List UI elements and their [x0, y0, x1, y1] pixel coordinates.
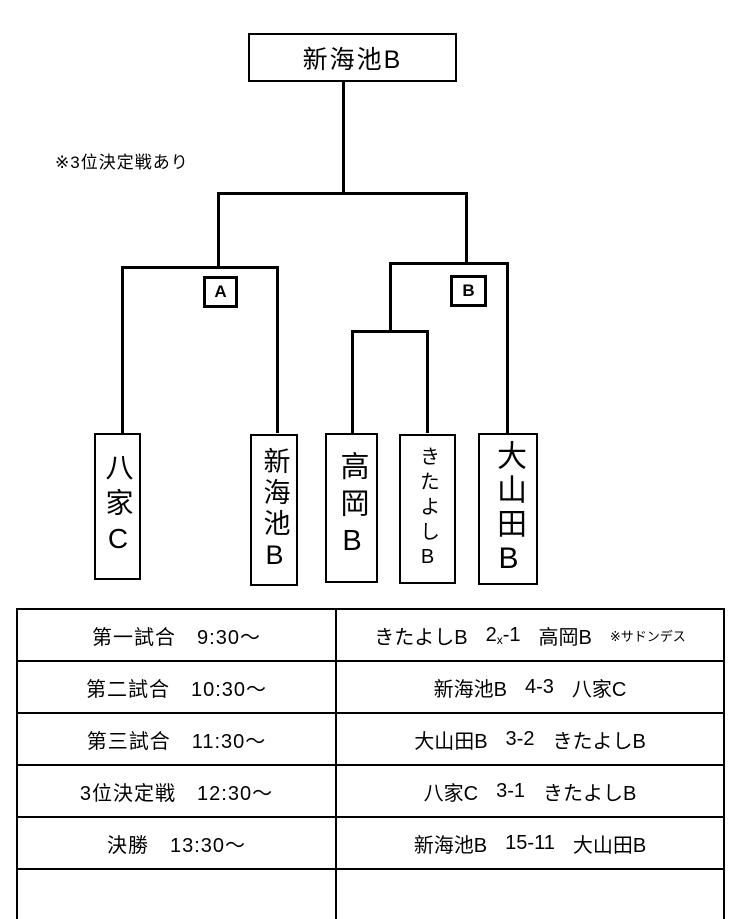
result-team2: 大山田B [572, 834, 647, 857]
match-label: 第三試合 11:30～ [86, 730, 267, 753]
match-result-cell: 新海池B 15-11 大山田B [335, 816, 725, 870]
bracket-line-group-a-horizontal [121, 266, 279, 269]
sudden-death-note: ※サドンデス [609, 628, 686, 644]
match-row-4: 3位決定戦 12:30～ 八家C 3-1 きたよしB [16, 764, 725, 818]
match-result: 新海池B 4-3 八家C [337, 673, 723, 702]
bracket-line-group-b-sub-horizontal [351, 330, 429, 333]
team-name: 新海池B [259, 446, 290, 574]
match-result-cell: きたよしB 2x-1 高岡B ※サドンデス [335, 608, 725, 662]
match-row-3: 第三試合 11:30～ 大山田B 3-2 きたよしB [16, 712, 725, 766]
bracket-line-group-b-sub-left-leg [351, 330, 354, 433]
result-team2: きたよしB [543, 782, 637, 805]
match-label-cell: 第一試合 9:30～ [16, 608, 337, 662]
team-name: 八家C [102, 452, 134, 561]
match-label: 第二試合 10:30～ [85, 678, 268, 701]
match-result-cell: 新海池B 4-3 八家C [335, 660, 725, 714]
result-score: 15-11 [505, 831, 555, 854]
champion-name: 新海池B [302, 45, 403, 74]
team-box-shinkaiike-b: 新海池B [250, 434, 298, 586]
result-team1: 八家C [423, 782, 479, 805]
match-result: 新海池B 15-11 大山田B [337, 829, 723, 858]
result-team1: 新海池B [413, 834, 488, 857]
result-score: 4-3 [524, 675, 554, 698]
team-name: 高岡B [336, 451, 368, 565]
bracket-line-group-a-left-leg [121, 266, 124, 433]
match-label-cell: 3位決定戦 12:30～ [16, 764, 337, 818]
bracket-line-champion-drop [342, 82, 345, 193]
team-box-yakae-c: 八家C [94, 433, 141, 580]
result-score: 3-2 [505, 727, 535, 750]
match-label-cell [16, 868, 337, 919]
result-team2: きたよしB [552, 730, 646, 753]
match-label: 3位決定戦 12:30～ [79, 782, 274, 805]
match-result: 八家C 3-1 きたよしB [337, 777, 723, 806]
bracket-line-group-b-left-drop [389, 262, 392, 333]
group-b-label: B [462, 281, 475, 300]
match-label: 決勝 13:30～ [106, 834, 247, 857]
bracket-line-group-b-right-leg [506, 262, 509, 433]
match-label: 第一試合 9:30～ [92, 626, 261, 649]
match-result-cell: 大山田B 3-2 きたよしB [335, 712, 725, 766]
result-team1: 大山田B [414, 730, 488, 753]
match-result: きたよしB 2x-1 高岡B ※サドンデス [337, 621, 723, 650]
third-place-note: ※3位決定戦あり [55, 153, 189, 172]
result-score: 3-1 [496, 779, 525, 802]
team-box-takaoka-b: 高岡B [325, 433, 378, 583]
bracket-line-final-right-drop [465, 192, 468, 265]
bracket-line-group-a-right-leg [276, 266, 279, 433]
bracket-line-final-horizontal [217, 192, 468, 195]
team-name: 大山田B [492, 439, 525, 579]
bracket-line-group-b-horizontal [389, 262, 509, 265]
group-b-box: B [450, 275, 487, 307]
group-a-box: A [203, 276, 238, 308]
match-result-cell: 八家C 3-1 きたよしB [335, 764, 725, 818]
match-label-cell: 第三試合 11:30～ [16, 712, 337, 766]
match-result: 大山田B 3-2 きたよしB [337, 725, 723, 754]
group-a-label: A [214, 282, 227, 301]
result-team2: 八家C [571, 678, 627, 701]
result-score: 2x-1 [485, 623, 521, 647]
team-box-kitayoshi-b: きたよしB [399, 434, 456, 584]
match-row-empty [16, 868, 725, 919]
result-team2: 高岡B [538, 626, 592, 649]
schedule-table: 第一試合 9:30～ きたよしB 2x-1 高岡B ※サドンデス 第二試合 10… [16, 608, 725, 919]
match-row-5: 決勝 13:30～ 新海池B 15-11 大山田B [16, 816, 725, 870]
team-name: きたよしB [416, 445, 439, 573]
bracket-line-final-left-drop [217, 192, 220, 269]
champion-box: 新海池B [248, 33, 457, 82]
bracket-line-group-b-sub-right-leg [426, 330, 429, 433]
match-row-2: 第二試合 10:30～ 新海池B 4-3 八家C [16, 660, 725, 714]
team-box-oyamada-b: 大山田B [478, 433, 538, 585]
match-result-cell [335, 868, 725, 919]
match-label-cell: 第二試合 10:30～ [16, 660, 337, 714]
result-team1: 新海池B [433, 678, 507, 701]
result-team1: きたよしB [374, 626, 468, 649]
match-row-1: 第一試合 9:30～ きたよしB 2x-1 高岡B ※サドンデス [16, 608, 725, 662]
walkoff-subscript: x [496, 632, 503, 647]
match-label-cell: 決勝 13:30～ [16, 816, 337, 870]
